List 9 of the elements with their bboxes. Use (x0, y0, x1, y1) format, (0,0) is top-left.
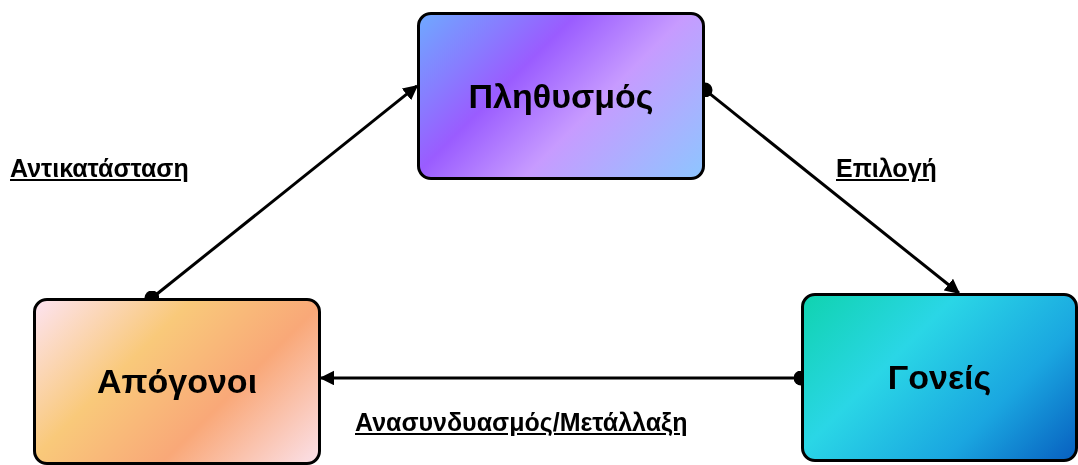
process-box (417, 12, 705, 180)
node-label: Πληθυσμός (468, 76, 654, 116)
node-label: Γονείς (887, 358, 992, 397)
edge-label: Αντικατάσταση (10, 154, 189, 183)
node-label: Απόγονοι (96, 362, 258, 401)
process-box (801, 293, 1078, 462)
edge-label: Ανασυνδυασμός/Μετάλλαξη (355, 408, 688, 437)
edge-label: Επιλογή (836, 154, 937, 183)
process-box (33, 298, 321, 465)
